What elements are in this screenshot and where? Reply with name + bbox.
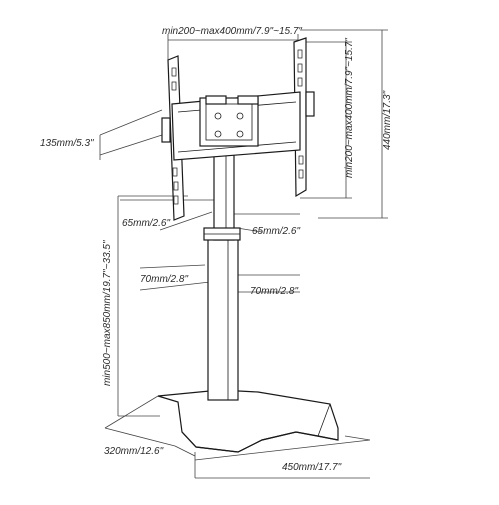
label-bracket-left: 65mm/2.6" xyxy=(122,218,170,229)
vesa-bracket xyxy=(161,37,315,221)
label-post-left: 70mm/2.8" xyxy=(140,274,188,285)
label-base-width: 450mm/17.7" xyxy=(282,462,342,473)
label-top-width: min200~max400mm/7.9"~15.7" xyxy=(162,26,302,37)
stand-base xyxy=(157,389,339,453)
label-base-depth: 320mm/12.6" xyxy=(104,446,164,457)
label-depth-top: 135mm/5.3" xyxy=(40,138,94,149)
label-height-range: min500~max850mm/19.7"~33.5" xyxy=(102,240,113,386)
label-bracket-right: 65mm/2.6" xyxy=(252,226,300,237)
label-right-height: 440mm/17.3" xyxy=(382,90,393,150)
stand-column xyxy=(203,149,241,401)
dimension-lines xyxy=(99,29,388,479)
label-post-right: 70mm/2.8" xyxy=(250,286,298,297)
label-right-vertical: min200~max400mm/7.9"~15.7" xyxy=(344,38,355,178)
